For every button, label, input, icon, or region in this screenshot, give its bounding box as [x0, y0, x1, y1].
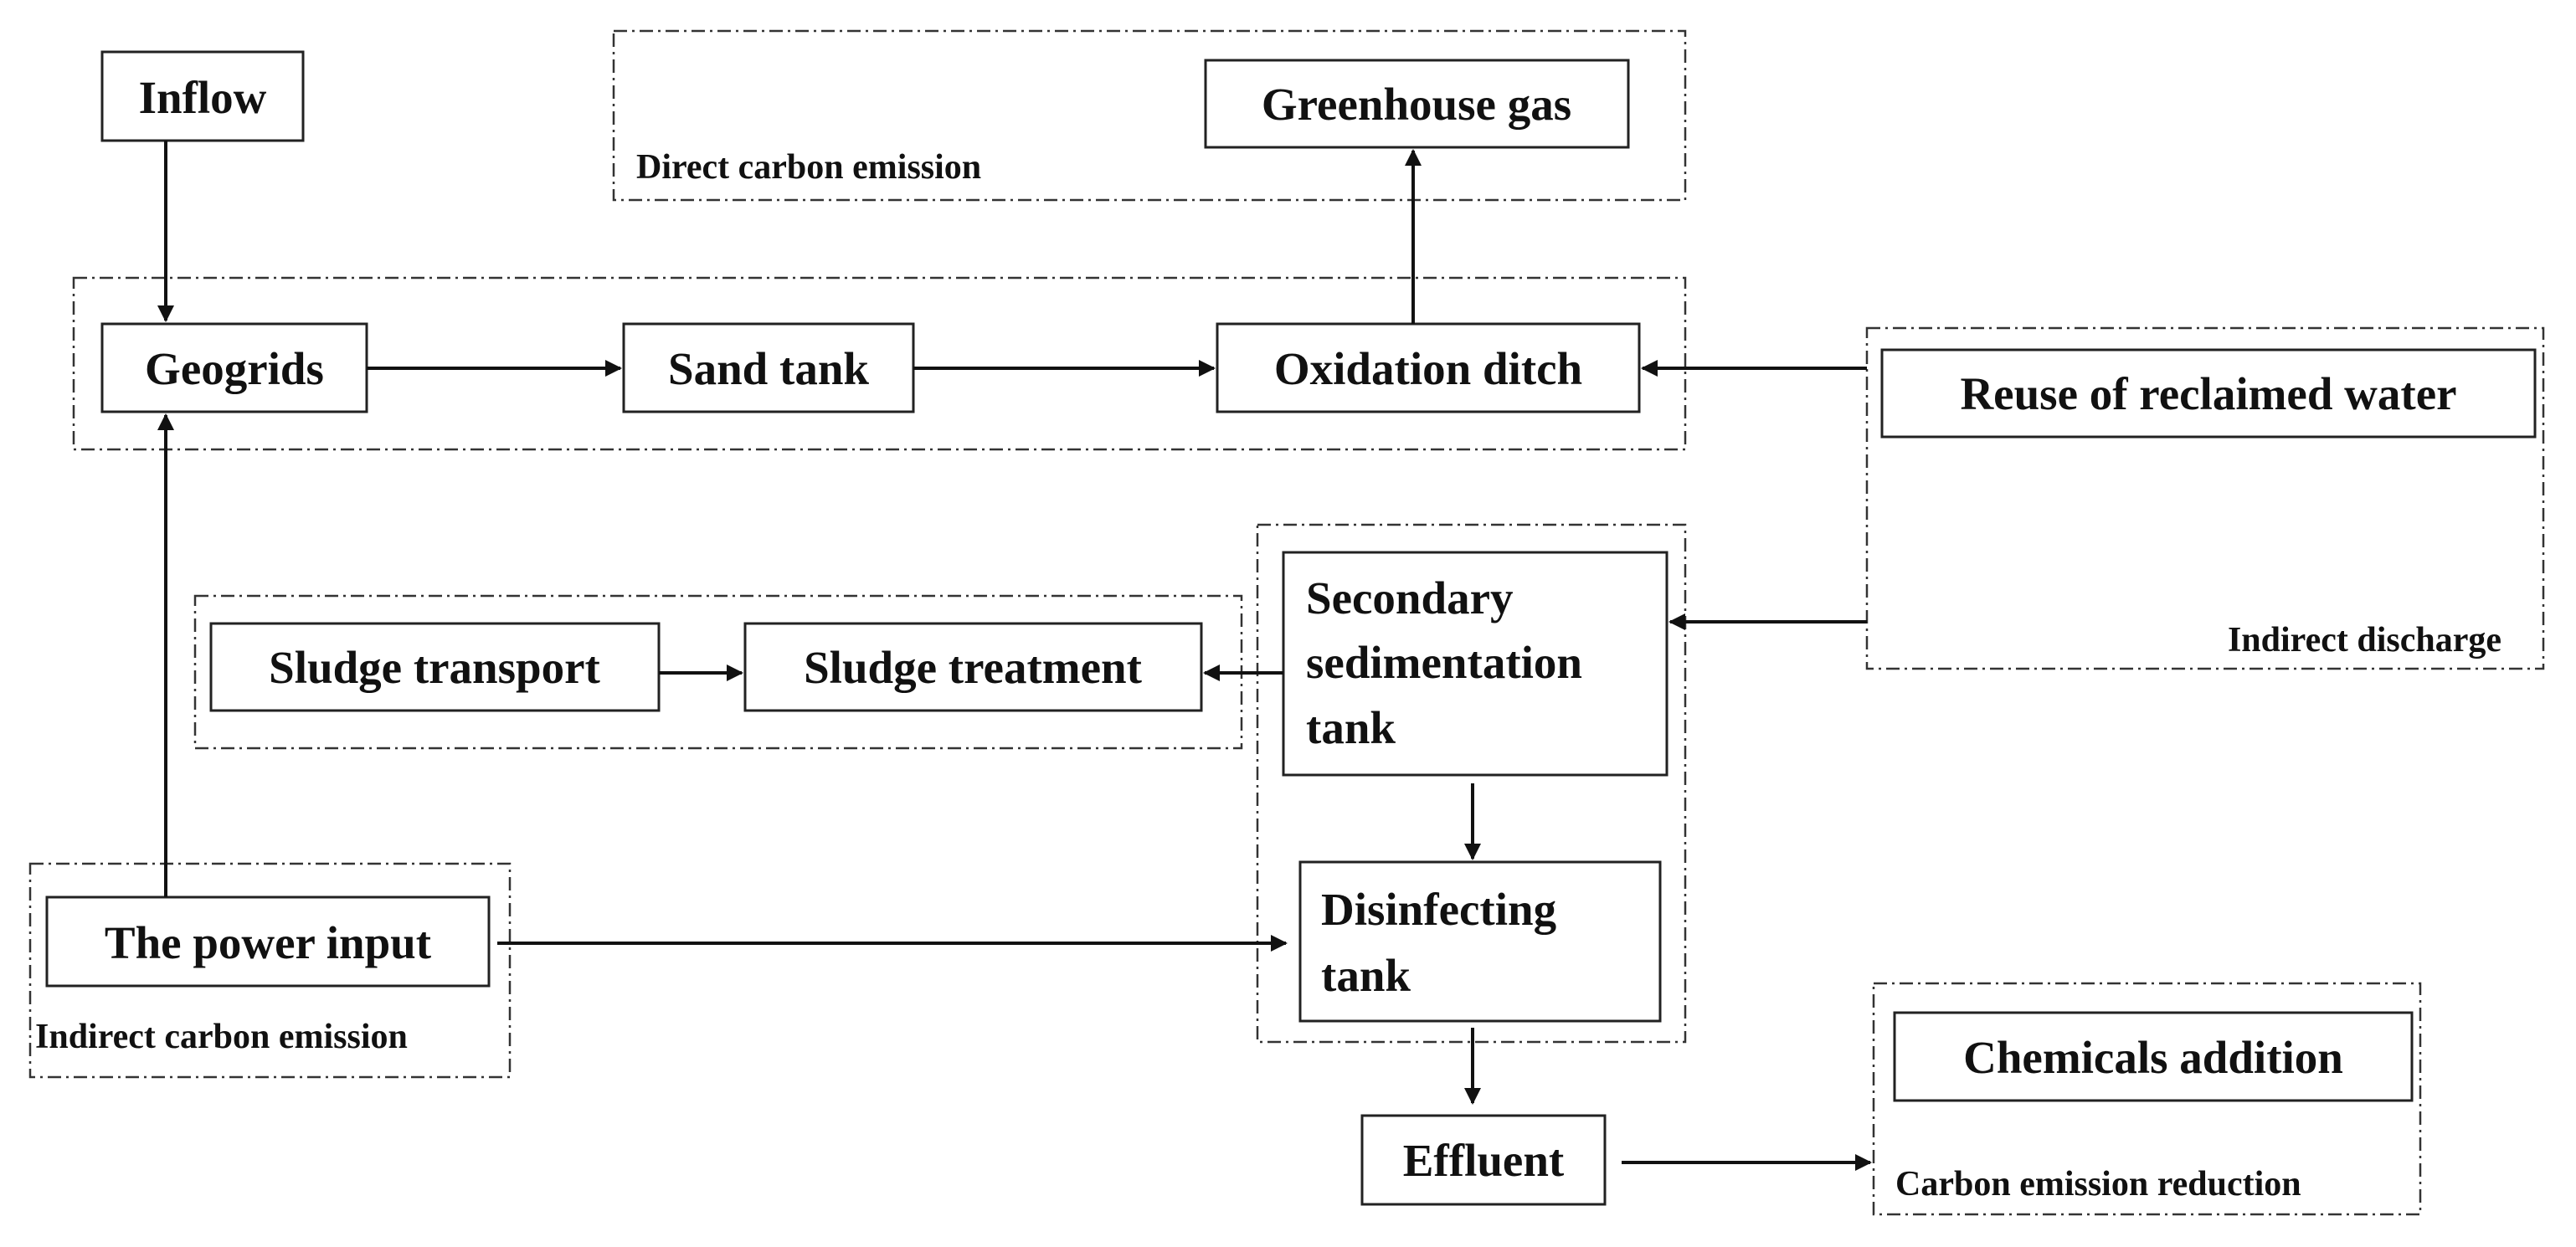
sludge-transport-label: Sludge transport	[269, 642, 600, 693]
inflow-label: Inflow	[139, 72, 267, 123]
reuse-reclaimed-water-box	[1880, 348, 2537, 439]
indirect-discharge-label: Indirect discharge	[2228, 621, 2501, 659]
disinfecting-tank-label-line2: tank	[1321, 950, 1411, 1001]
indirect-carbon-emission-group	[28, 862, 512, 1079]
reuse-reclaimed-water-label: Reuse of reclaimed water	[1960, 368, 2456, 419]
sludge-transport-box	[209, 622, 661, 712]
sludge-treatment-label: Sludge treatment	[804, 642, 1142, 693]
secondary-sedimentation-tank-label-line3: tank	[1306, 702, 1396, 753]
disinfecting-tank-box	[1298, 860, 1662, 1023]
oxidation-ditch-box	[1216, 322, 1641, 413]
disinfecting-tank-label-line1: Disinfecting	[1321, 884, 1556, 935]
oxidation-ditch-label: Oxidation ditch	[1274, 343, 1582, 394]
effluent-label: Effluent	[1403, 1135, 1565, 1186]
carbon-emission-reduction-label: Carbon emission reduction	[1895, 1165, 2301, 1203]
chemicals-addition-box	[1893, 1011, 2414, 1102]
secondary-sedimentation-tank-label-line2: sedimentation	[1306, 637, 1582, 688]
carbon-emission-reduction-group	[1872, 982, 2422, 1216]
indirect-carbon-emission-label: Indirect carbon emission	[35, 1018, 408, 1056]
sludge-treatment-box	[743, 622, 1203, 712]
secondary-sedimentation-tank-box	[1282, 551, 1668, 777]
effluent-box	[1360, 1114, 1607, 1206]
power-input-box	[45, 895, 491, 988]
chemicals-addition-label: Chemicals addition	[1963, 1032, 2343, 1083]
direct-carbon-emission-group	[612, 29, 1687, 202]
direct-carbon-emission-label: Direct carbon emission	[636, 148, 981, 187]
secondary-sedimentation-tank-label-line1: Secondary	[1306, 572, 1514, 624]
secondary-treatment-group	[1256, 523, 1687, 1044]
greenhouse-gas-box	[1204, 59, 1630, 149]
power-input-label: The power input	[105, 917, 432, 968]
inflow-box	[100, 50, 305, 142]
greenhouse-gas-label: Greenhouse gas	[1262, 79, 1571, 130]
sand-tank-label: Sand tank	[668, 343, 869, 394]
geogrids-box	[100, 322, 368, 413]
indirect-discharge-group	[1865, 326, 2545, 670]
geogrids-label: Geogrids	[145, 343, 324, 394]
pretreatment-group	[72, 276, 1687, 451]
